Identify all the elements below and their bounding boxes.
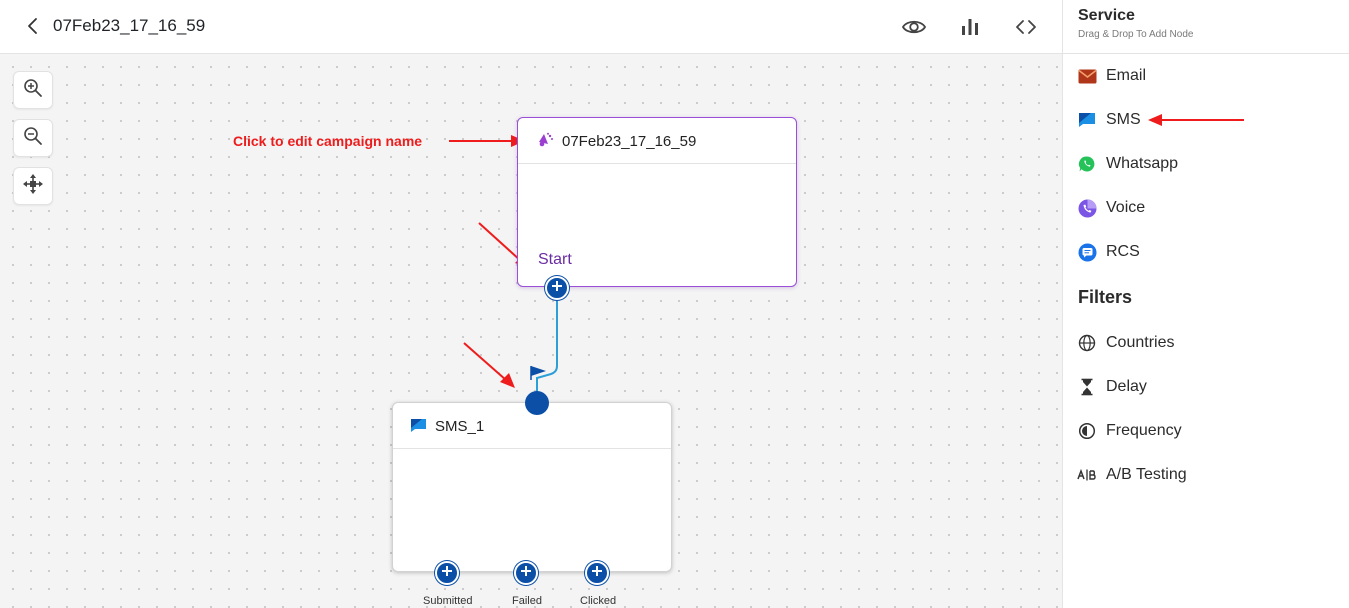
service-item-voice[interactable]: Voice: [1077, 195, 1327, 221]
service-item-rcs[interactable]: RCS: [1077, 239, 1327, 265]
plus-icon: [441, 564, 453, 582]
clicked-add-button[interactable]: [585, 561, 609, 585]
sms-icon: [410, 418, 427, 438]
sms-input-port[interactable]: [525, 391, 549, 415]
filters-heading: Filters: [1078, 287, 1133, 307]
sidebar-header: Service Drag & Drop To Add Node: [1063, 0, 1349, 54]
connector-line: [536, 297, 558, 394]
zoom-out-icon: [23, 126, 43, 151]
code-icon[interactable]: [1013, 14, 1039, 40]
failed-add-button[interactable]: [514, 561, 538, 585]
annotation-text: Click to edit campaign name: [233, 133, 423, 149]
filter-label-frequency: Frequency: [1106, 422, 1182, 439]
start-node-title[interactable]: 07Feb23_17_16_59: [562, 133, 697, 150]
port-label-failed: Failed: [512, 595, 542, 607]
back-arrow-icon[interactable]: [22, 15, 44, 37]
zoom-in-icon: [23, 78, 43, 103]
start-node[interactable]: 07Feb23_17_16_59 Start: [517, 117, 797, 287]
rcs-icon: [1077, 242, 1097, 262]
eye-preview-icon[interactable]: [901, 14, 927, 40]
filter-label-ab-testing: A/B Testing: [1106, 466, 1187, 483]
filter-label-countries: Countries: [1106, 334, 1175, 351]
sidebar-subtitle: Drag & Drop To Add Node: [1078, 29, 1194, 40]
service-label-whatsapp: Whatsapp: [1106, 155, 1179, 172]
top-bar: 07Feb23_17_16_59: [0, 0, 1062, 54]
service-item-sms[interactable]: SMS: [1077, 107, 1327, 133]
zoom-in-button[interactable]: [13, 71, 53, 109]
service-item-email[interactable]: Email: [1077, 63, 1327, 89]
voice-icon: [1077, 198, 1097, 218]
service-label-email: Email: [1106, 67, 1147, 84]
submitted-add-button[interactable]: [435, 561, 459, 585]
filter-item-delay[interactable]: Delay: [1077, 374, 1327, 400]
start-node-header[interactable]: 07Feb23_17_16_59: [518, 118, 796, 164]
sms-icon: [1077, 110, 1097, 130]
envelope-icon: [1077, 66, 1097, 86]
sms-node-title[interactable]: SMS_1: [435, 418, 485, 435]
start-label: Start: [538, 251, 572, 268]
filter-item-ab-testing[interactable]: A/B Testing: [1077, 462, 1327, 488]
service-label-rcs: RCS: [1106, 243, 1140, 260]
node-palette-sidebar: Service Drag & Drop To Add Node Email SM…: [1062, 0, 1349, 608]
port-label-submitted: Submitted: [423, 595, 473, 607]
filter-item-frequency[interactable]: Frequency: [1077, 418, 1327, 444]
pan-button[interactable]: [13, 167, 53, 205]
plus-icon: [551, 279, 563, 297]
frequency-icon: [1077, 421, 1097, 441]
service-label-voice: Voice: [1106, 199, 1146, 216]
plus-icon: [591, 564, 603, 582]
hourglass-icon: [1077, 377, 1097, 397]
megaphone-icon: [536, 131, 554, 154]
plus-icon: [520, 564, 532, 582]
sms-node-header[interactable]: SMS_1: [393, 403, 671, 449]
service-label-sms: SMS: [1106, 111, 1141, 128]
filter-item-countries[interactable]: Countries: [1077, 330, 1327, 356]
filter-label-delay: Delay: [1106, 378, 1147, 395]
zoom-out-button[interactable]: [13, 119, 53, 157]
bar-chart-icon[interactable]: [957, 14, 983, 40]
campaign-title[interactable]: 07Feb23_17_16_59: [53, 16, 206, 35]
sidebar-title: Service: [1078, 7, 1135, 24]
move-arrows-icon: [22, 173, 44, 200]
flow-canvas[interactable]: Click to edit campaign name: [0, 54, 1062, 608]
whatsapp-icon: [1077, 154, 1097, 174]
globe-icon: [1077, 333, 1097, 353]
annotation-arrow-right: [449, 135, 525, 147]
flag-icon: [530, 366, 546, 380]
service-item-whatsapp[interactable]: Whatsapp: [1077, 151, 1327, 177]
port-label-clicked: Clicked: [580, 595, 617, 607]
start-add-node-button[interactable]: [545, 276, 569, 300]
sms-node[interactable]: SMS_1 Submitted Failed Clicked: [392, 402, 672, 607]
annotation-arrow-sms: [463, 342, 515, 388]
ab-testing-icon: [1077, 465, 1097, 485]
